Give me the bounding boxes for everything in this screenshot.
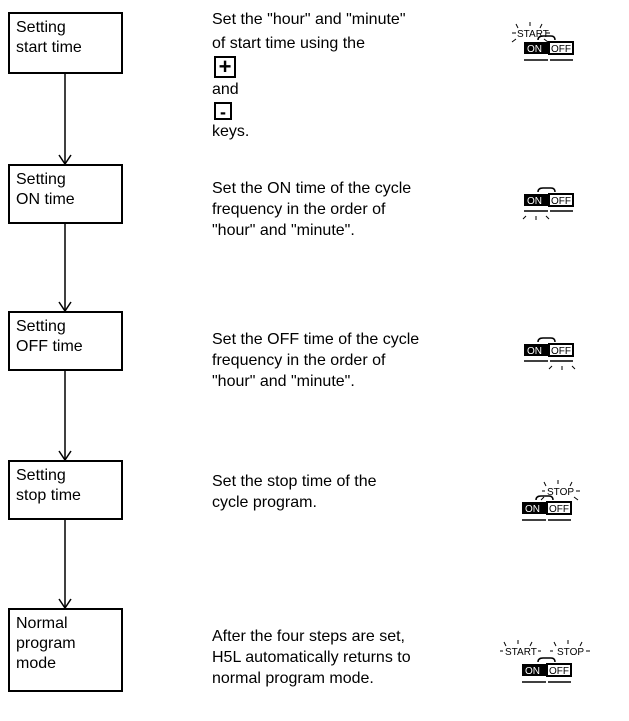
on-label: ON: [527, 346, 542, 357]
on-label: ON: [525, 666, 540, 677]
off-label: OFF: [551, 44, 571, 55]
desc-line: Set the ON time of the cycle: [212, 180, 412, 197]
step-box-normal-program-mode: Normal program mode: [8, 608, 123, 692]
desc-line: H5L automatically returns to: [212, 649, 411, 666]
desc-line: frequency in the order of: [212, 201, 386, 218]
off-time-indicator-display-icon: ON OFF: [524, 337, 576, 370]
step-description-stop-time: Set the stop time of the cycle program.: [212, 471, 512, 513]
step-description-normal-mode: After the four steps are set, H5L automa…: [212, 626, 512, 689]
step-box-line: Setting: [16, 171, 66, 188]
stop-label: STOP: [547, 487, 574, 498]
on-label: ON: [527, 44, 542, 55]
desc-line: Set the OFF time of the cycle: [212, 331, 420, 348]
on-label: ON: [525, 504, 540, 515]
step-box-line: ON time: [16, 191, 75, 208]
desc-text: and: [212, 81, 239, 98]
step-description-start-time: Set the "hour" and "minute" of start tim…: [212, 8, 512, 144]
step-box-line: program: [16, 635, 76, 652]
desc-line: "hour" and "minute".: [212, 373, 355, 390]
desc-line: Set the stop time of the: [212, 473, 377, 490]
off-label: OFF: [549, 666, 569, 677]
plus-key-icon: +: [214, 56, 236, 78]
step-box-line: OFF time: [16, 338, 83, 355]
desc-text: keys.: [212, 123, 250, 140]
step-box-line: Setting: [16, 19, 66, 36]
desc-line: normal program mode.: [212, 670, 374, 687]
step-box-line: Setting: [16, 318, 66, 335]
desc-line: of start time using the +: [212, 32, 512, 78]
stop-indicator-display-icon: STOP ON OFF: [522, 480, 580, 521]
step-box-off-time: Setting OFF time: [8, 311, 123, 371]
step-box-start-time: Setting start time: [8, 12, 123, 74]
desc-line: frequency in the order of: [212, 352, 386, 369]
start-label: START: [505, 647, 537, 658]
step-box-stop-time: Setting stop time: [8, 460, 123, 520]
off-label: OFF: [551, 196, 571, 207]
off-label: OFF: [551, 346, 571, 357]
step-box-line: stop time: [16, 487, 81, 504]
desc-line: and - keys.: [212, 78, 512, 144]
step-box-line: Setting: [16, 467, 66, 484]
off-label: OFF: [549, 504, 569, 515]
on-label: ON: [527, 196, 542, 207]
step-box-line: mode: [16, 655, 57, 672]
step-description-on-time: Set the ON time of the cycle frequency i…: [212, 178, 512, 241]
stop-label: STOP: [557, 647, 584, 658]
on-time-indicator-display-icon: ON OFF: [522, 187, 574, 220]
desc-line: Set the "hour" and "minute": [212, 11, 406, 28]
step-box-on-time: Setting ON time: [8, 164, 123, 224]
step-description-off-time: Set the OFF time of the cycle frequency …: [212, 329, 512, 392]
desc-line: cycle program.: [212, 494, 317, 511]
start-indicator-display-icon: START ON OFF: [511, 22, 574, 61]
step-box-line: start time: [16, 39, 82, 56]
minus-key-icon: -: [214, 102, 232, 121]
desc-text: of start time using the: [212, 35, 365, 52]
normal-mode-indicator-display-icon: START STOP ON OFF: [500, 640, 590, 683]
desc-line: After the four steps are set,: [212, 628, 405, 645]
desc-line: "hour" and "minute".: [212, 222, 355, 239]
step-box-line: Normal: [16, 615, 68, 632]
start-label: START: [517, 29, 549, 40]
